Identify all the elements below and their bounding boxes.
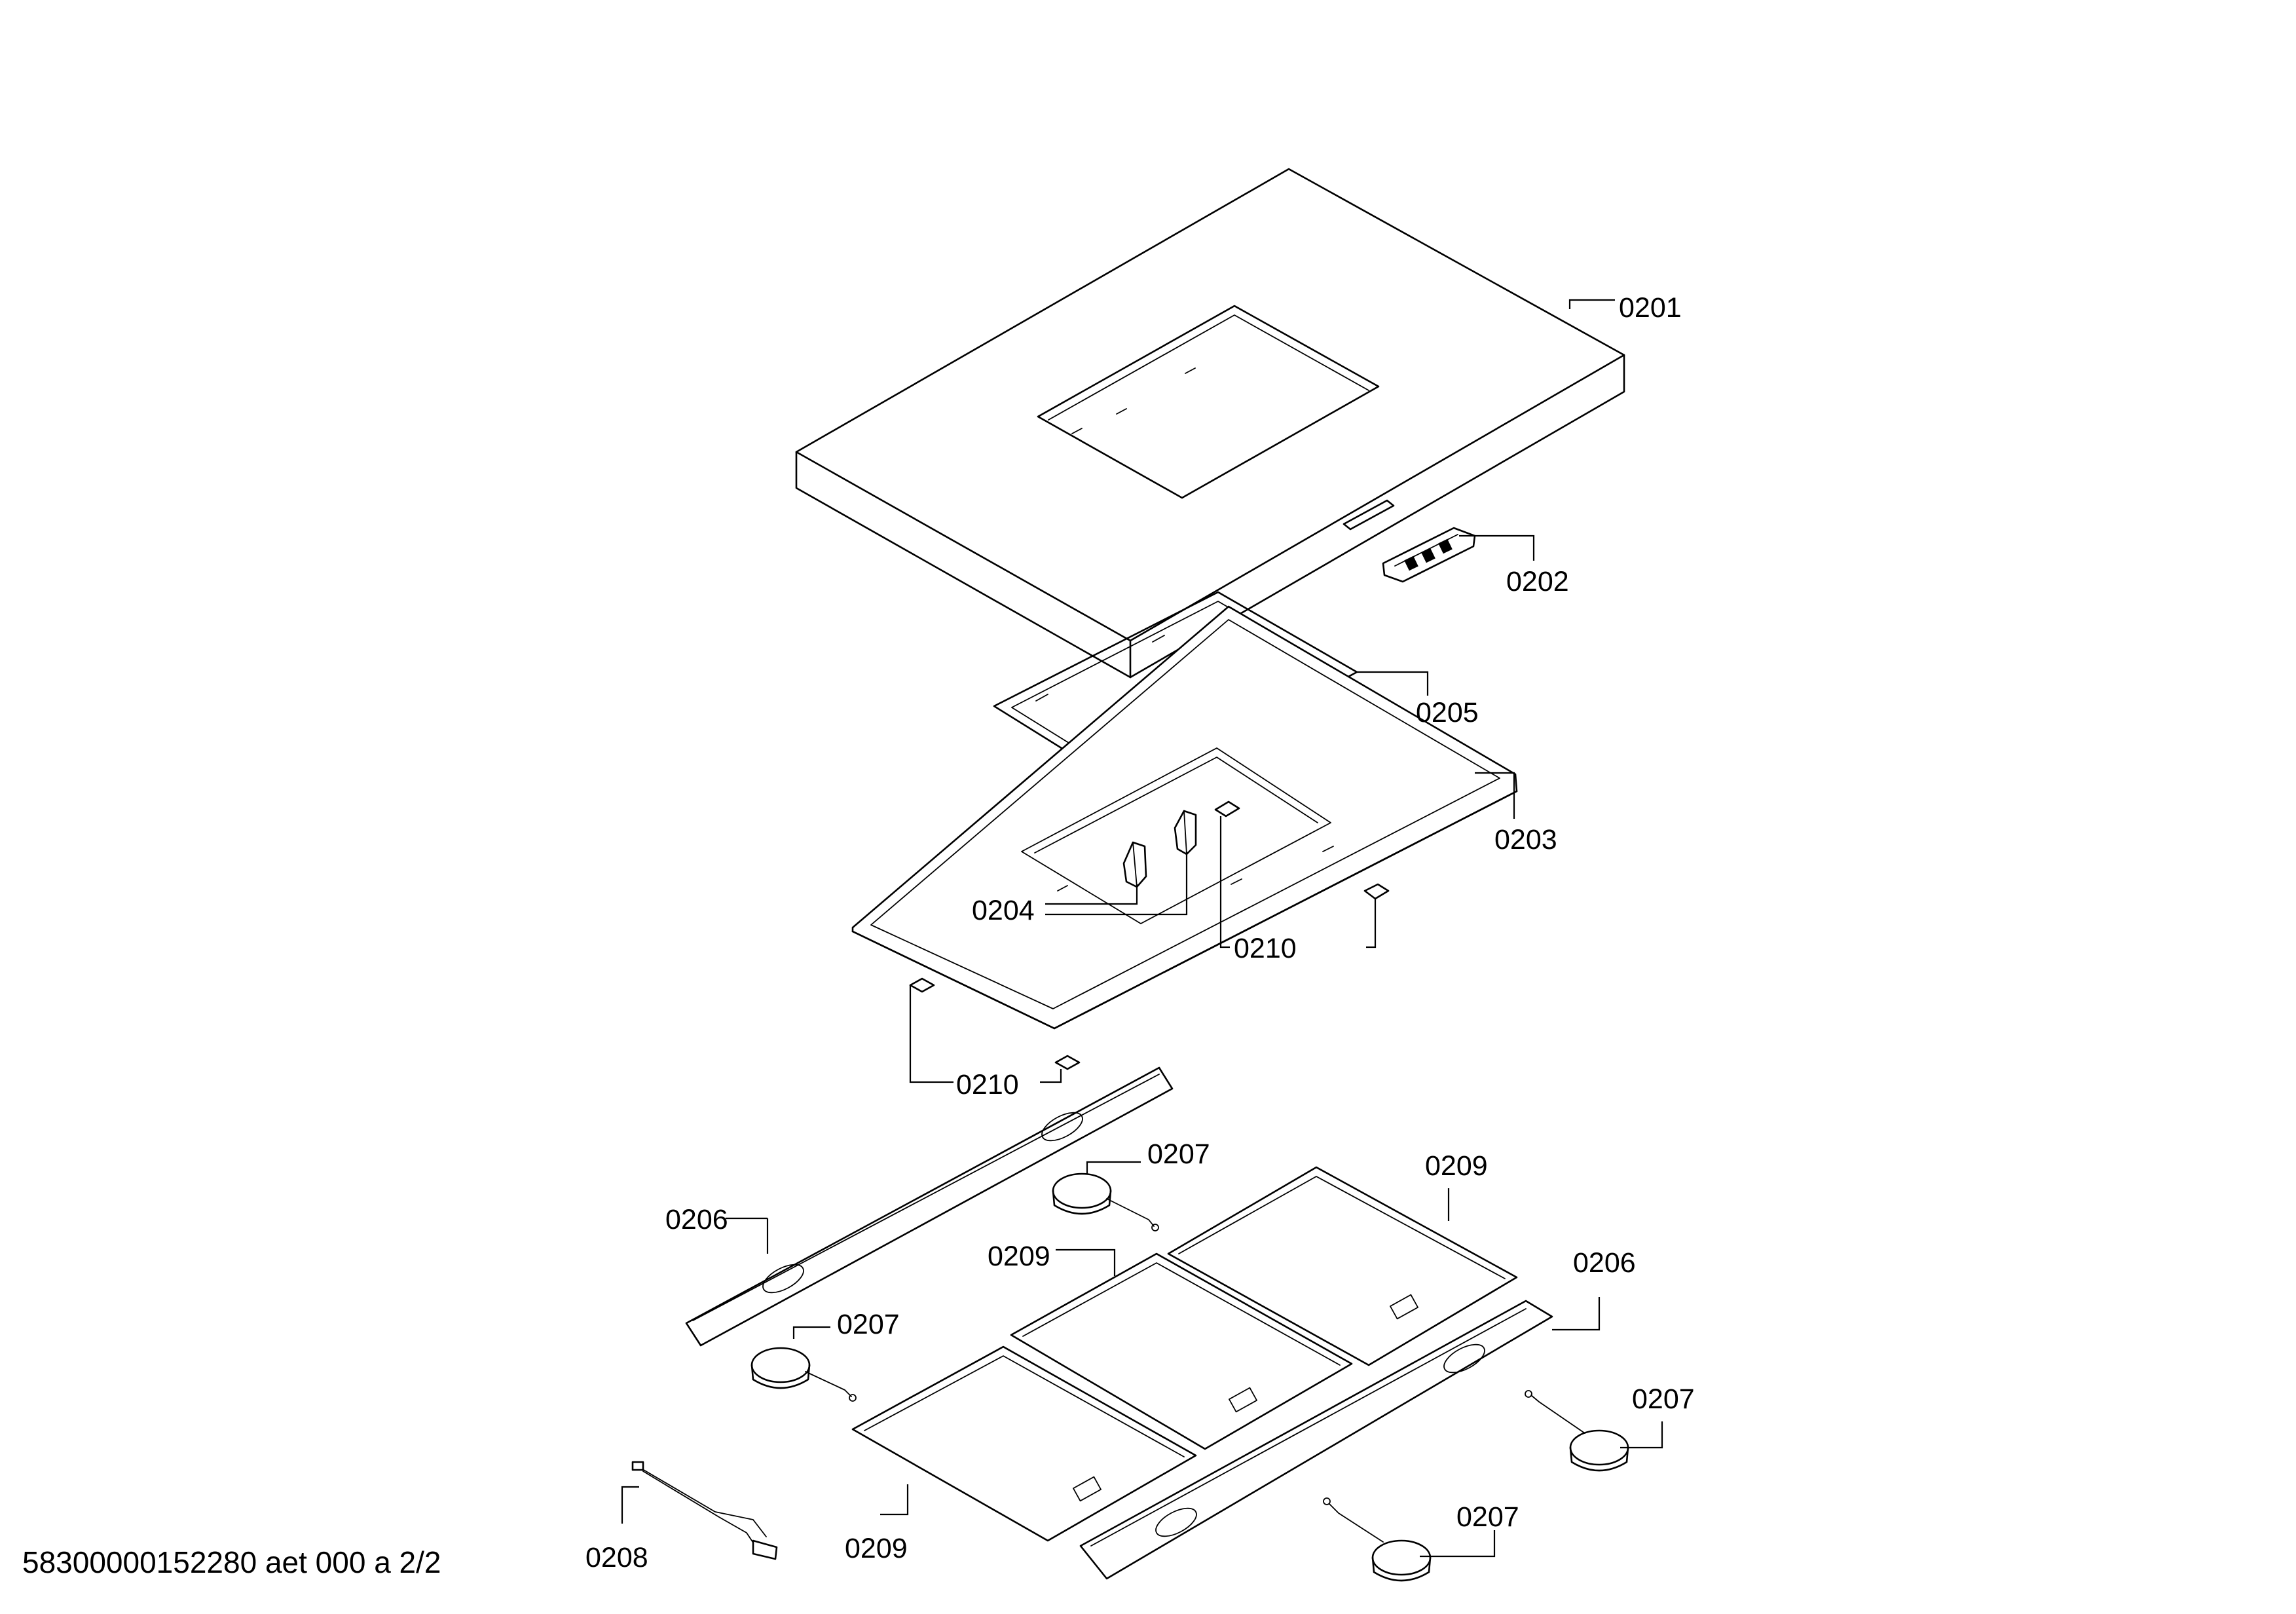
document-id-footer: 58300000152280 aet 000 a 2/2: [22, 1545, 441, 1579]
label-0204: 0204: [972, 895, 1035, 926]
part-0206-rail-left: [685, 1066, 1174, 1347]
part-0210-pads: [909, 800, 1390, 1070]
label-0208: 0208: [585, 1542, 648, 1573]
label-0207-right: 0207: [1632, 1383, 1695, 1415]
label-0209-top: 0209: [1425, 1150, 1488, 1182]
part-0204-clips: [1122, 810, 1197, 888]
label-0203: 0203: [1494, 824, 1557, 855]
part-0202-switch-module: [1382, 527, 1476, 583]
lamp-4: [1323, 1497, 1432, 1582]
label-0202: 0202: [1506, 566, 1569, 597]
label-0210-right: 0210: [1234, 933, 1297, 964]
part-0206-rail-right: [1079, 1300, 1553, 1580]
label-0201: 0201: [1619, 292, 1682, 324]
label-0209-middle: 0209: [988, 1241, 1050, 1272]
label-0209-bottom: 0209: [845, 1533, 908, 1564]
part-labels: 0201 0202 0205 0203 0204 0210 0210 0207 …: [585, 292, 1695, 1573]
label-0206-right: 0206: [1573, 1247, 1636, 1279]
lamp-1: [1052, 1173, 1159, 1231]
part-0207-lamps: [750, 1173, 1629, 1582]
part-0201-hood-cover: [795, 168, 1625, 679]
label-0210-left: 0210: [956, 1069, 1019, 1100]
leader-lines: [621, 299, 1663, 1558]
label-0207-bottom: 0207: [1456, 1501, 1519, 1533]
label-0205: 0205: [1416, 697, 1479, 728]
label-0207-top: 0207: [1147, 1138, 1210, 1170]
lamp-2: [750, 1347, 857, 1402]
lamp-3: [1525, 1390, 1629, 1472]
label-0206-left: 0206: [665, 1204, 728, 1235]
part-0209-filters: [851, 1166, 1518, 1542]
part-0208-wiring: [631, 1461, 778, 1560]
label-0207-left: 0207: [837, 1309, 900, 1340]
